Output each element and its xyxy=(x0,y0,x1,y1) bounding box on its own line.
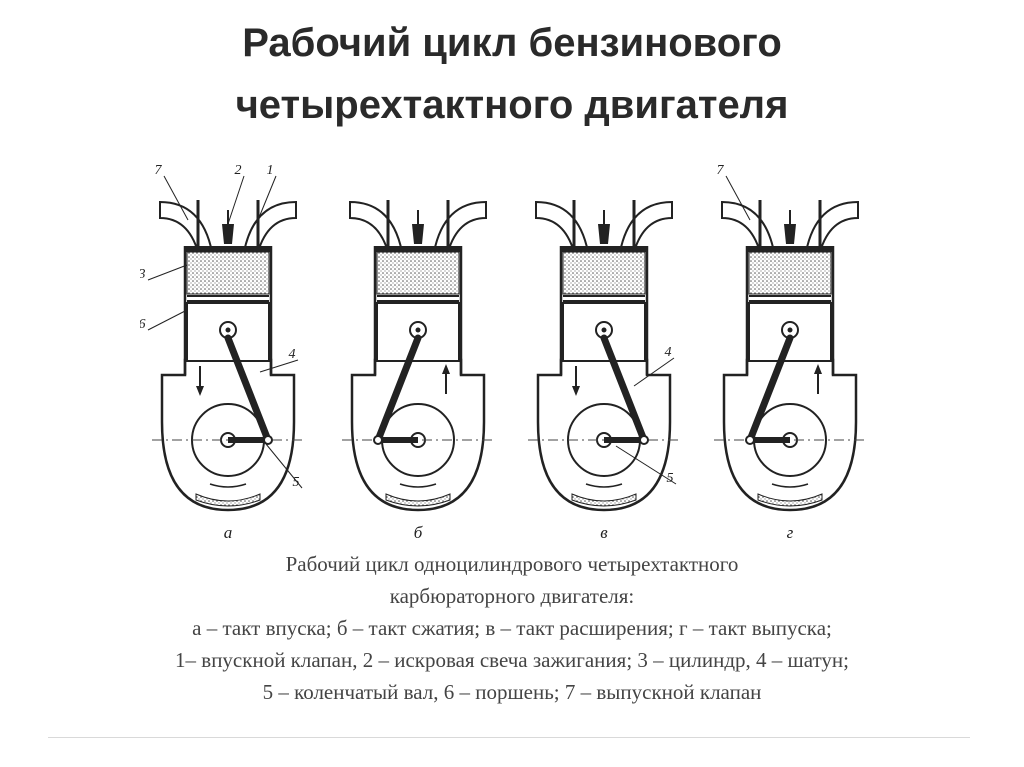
title-line-1: Рабочий цикл бензинового xyxy=(242,21,782,65)
caption-line-5: 5 – коленчатый вал, 6 – поршень; 7 – вып… xyxy=(262,680,762,704)
connecting-rod xyxy=(600,334,648,444)
callout-label: 7 xyxy=(717,163,725,178)
engine-panel-1: а 7 2 1 3 6 4 5 xyxy=(140,163,306,542)
caption-line-3: а – такт впуска; б – такт сжатия; в – та… xyxy=(192,616,832,640)
connecting-rod xyxy=(224,334,272,444)
caption-line-1: Рабочий цикл одноцилиндрового четырехтак… xyxy=(285,552,739,576)
callout-label: 4 xyxy=(665,345,672,360)
connecting-rod xyxy=(746,334,794,444)
caption-line-2: карбюраторного двигателя: xyxy=(389,584,635,608)
callout-label: 5 xyxy=(667,471,674,486)
callout-label: 3 xyxy=(140,267,146,282)
caption-line-4: 1– впускной клапан, 2 – искровая свеча з… xyxy=(175,648,849,672)
callout-label: 2 xyxy=(235,163,242,178)
arrow-up-icon xyxy=(814,364,822,394)
panel-letter: б xyxy=(414,523,423,542)
arrow-down-icon xyxy=(196,366,204,396)
panel-letter: в xyxy=(600,523,608,542)
footer-divider xyxy=(48,737,970,738)
callout-label: 6 xyxy=(140,317,146,332)
callout-label: 5 xyxy=(293,475,300,490)
callout-label: 4 xyxy=(289,347,296,362)
panel-letter: г xyxy=(787,523,794,542)
connecting-rod xyxy=(374,334,422,444)
diagram-caption: Рабочий цикл одноцилиндрового четырехтак… xyxy=(40,548,984,708)
title-line-2: четырехтактного двигателя xyxy=(235,83,789,127)
slide-title: Рабочий цикл бензинового четырехтактного… xyxy=(0,12,1024,136)
callout-label: 1 xyxy=(267,163,274,178)
arrow-down-icon xyxy=(572,366,580,396)
engine-panel-2: б xyxy=(340,198,496,542)
engine-cycle-diagram: а7213645бв45г7 xyxy=(140,163,868,542)
engine-panel-3: в 4 5 xyxy=(526,198,682,542)
callout-label: 7 xyxy=(155,163,163,178)
engine-panel-4: г7 xyxy=(712,163,868,542)
arrow-up-icon xyxy=(442,364,450,394)
panel-letter: а xyxy=(224,523,233,542)
